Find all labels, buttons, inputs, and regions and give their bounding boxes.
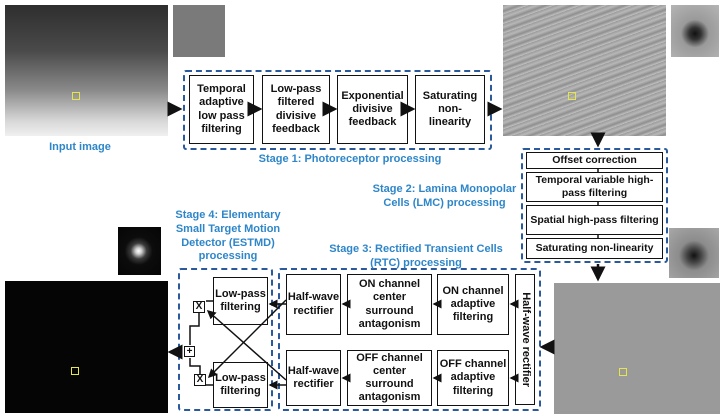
off-adaptive-filter-box: OFF channel adaptive filtering — [437, 350, 509, 406]
stage2-region — [521, 148, 668, 263]
off-center-surround-box: OFF channel center surround antagonism — [347, 350, 432, 406]
estmd-output-image — [5, 281, 168, 413]
photoreceptor-output-image — [503, 5, 666, 136]
stage2-label: Stage 2: Lamina Monopolar Cells (LMC) pr… — [372, 183, 517, 209]
stage3-label: Stage 3: Rectified Transient Cells (RTC)… — [329, 243, 503, 269]
lmc-temporal-box: Temporal variable high-pass filtering — [526, 172, 663, 202]
stage4-region — [178, 268, 273, 411]
lmc-saturation-box: Saturating non-linearity — [526, 238, 663, 259]
photoreceptor-box-3: Exponential divisive feedback — [337, 75, 408, 144]
target-marker — [619, 368, 627, 376]
target-marker — [72, 92, 80, 100]
lmc-spatial-box: Spatial high-pass filtering — [526, 205, 663, 235]
target-marker — [568, 92, 576, 100]
on-adaptive-filter-box: ON channel adaptive filtering — [437, 274, 509, 335]
photoreceptor-thumbnail — [671, 5, 719, 57]
multiply-bottom-node: X — [194, 374, 206, 386]
input-image-caption: Input image — [49, 141, 111, 153]
lmc-output-image — [554, 283, 720, 414]
lowpass-top-box: Low-pass filtering — [213, 277, 268, 325]
multiply-top-node: X — [193, 301, 205, 313]
stage3-halfwave-top: Half-wave rectifier — [286, 274, 341, 335]
input-thumbnail — [173, 5, 225, 57]
target-marker — [71, 367, 79, 375]
stage4-label: Stage 4: Elementary Small Target Motion … — [175, 209, 281, 263]
vertical-halfwave-box: Half-wave rectifier — [515, 274, 535, 405]
stage1-label: Stage 1: Photoreceptor processing — [258, 153, 442, 165]
stage3-halfwave-bottom: Half-wave rectifier — [286, 350, 341, 406]
photoreceptor-box-4: Saturating non-linearity — [415, 75, 485, 144]
rtc-input-thumbnail — [669, 228, 719, 278]
lowpass-bottom-box: Low-pass filtering — [213, 362, 268, 408]
input-image — [5, 5, 168, 136]
estmd-thumbnail — [118, 227, 161, 275]
photoreceptor-box-1: Temporal adaptive low pass filtering — [189, 75, 254, 144]
lmc-offset-box: Offset correction — [526, 152, 663, 169]
sum-node: + — [184, 346, 195, 357]
